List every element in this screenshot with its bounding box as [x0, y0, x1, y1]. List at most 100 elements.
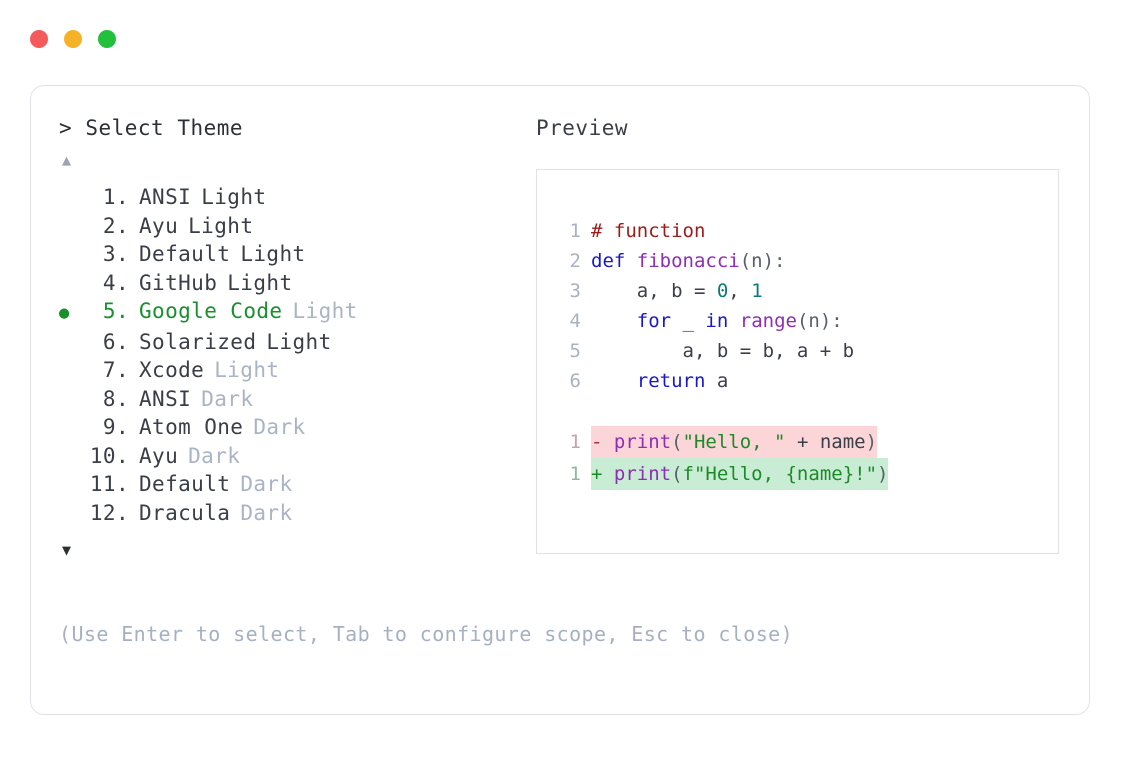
code-content: for _ in range(n):	[591, 306, 843, 336]
theme-list-item[interactable]: 9. Atom One Dark	[59, 413, 529, 442]
theme-name: Default	[139, 472, 231, 496]
theme-name: ANSI	[139, 386, 192, 411]
code-content: - print("Hello, " + name)	[591, 426, 878, 458]
theme-name: Atom One	[139, 415, 244, 439]
close-button[interactable]	[30, 30, 48, 48]
theme-list-item[interactable]: 11. Default Dark	[59, 470, 529, 499]
theme-variant: Dark	[188, 443, 241, 468]
theme-list-item[interactable]: 4. GitHub Light	[59, 269, 529, 298]
theme-variant: Dark	[201, 386, 254, 411]
theme-name: Xcode	[139, 358, 205, 382]
maximize-button[interactable]	[98, 30, 116, 48]
line-number: 2	[569, 250, 581, 272]
minimize-button[interactable]	[64, 30, 82, 48]
code-content: + print(f"Hello, {name}!")	[591, 458, 889, 490]
theme-index: 6.	[102, 329, 129, 354]
code-content: # function	[591, 216, 705, 246]
theme-variant: Light	[266, 329, 332, 354]
theme-variant: Light	[227, 270, 293, 295]
code-token: (n):	[796, 310, 843, 332]
theme-index: 3.	[102, 242, 129, 266]
theme-index: 9.	[102, 415, 129, 439]
theme-variant: Light	[240, 242, 306, 266]
theme-name: Ayu	[139, 443, 179, 468]
scroll-up-icon[interactable]: ▲	[62, 151, 72, 169]
code-token: "Hello, "	[682, 431, 786, 453]
prompt-label: Select Theme	[85, 116, 244, 140]
code-token: for	[636, 310, 672, 332]
theme-index: 1.	[102, 185, 129, 209]
line-number: 4	[569, 310, 581, 332]
code-token: +	[591, 463, 614, 485]
theme-index: 5.	[102, 299, 129, 323]
line-number: 3	[569, 280, 581, 302]
code-content: a, b = b, a + b	[591, 336, 855, 366]
code-token: a, b = b, a + b	[591, 340, 855, 362]
code-token: range	[739, 310, 797, 332]
theme-list-item[interactable]: 1. ANSI Light	[59, 183, 529, 212]
theme-variant: Dark	[240, 500, 293, 525]
line-number: 1	[569, 463, 581, 485]
theme-name: ANSI	[139, 185, 192, 209]
line-number: 5	[569, 340, 581, 362]
preview-label: Preview	[536, 116, 629, 140]
code-line: 1# function	[555, 216, 1058, 246]
theme-variant: Light	[214, 358, 280, 382]
code-token: 0	[716, 280, 729, 302]
code-token: return	[636, 370, 706, 392]
code-token: (	[671, 431, 683, 453]
theme-variant: Light	[188, 213, 254, 238]
theme-index: 8.	[102, 386, 129, 411]
code-token: f"Hello, {name}!"	[682, 463, 878, 485]
code-token: print	[613, 463, 672, 485]
code-content: return a	[591, 366, 729, 396]
theme-name: Google Code	[139, 299, 283, 323]
theme-index: 4.	[102, 270, 129, 295]
code-token: a, b =	[591, 280, 717, 302]
theme-index: 7.	[102, 358, 129, 382]
theme-list-item[interactable]: 6. Solarized Light	[59, 328, 529, 357]
code-token: -	[591, 431, 614, 453]
code-content: def fibonacci(n):	[591, 246, 785, 276]
theme-name: Dracula	[139, 500, 231, 525]
code-line: 6 return a	[555, 366, 1058, 396]
theme-variant: Light	[201, 185, 267, 209]
code-token	[591, 310, 637, 332]
keyboard-hint: (Use Enter to select, Tab to configure s…	[59, 622, 794, 646]
code-token: (n):	[739, 250, 786, 272]
code-line: 5 a, b = b, a + b	[555, 336, 1058, 366]
theme-name: GitHub	[139, 270, 218, 295]
code-line: 1 + print(f"Hello, {name}!")	[555, 458, 1058, 490]
theme-list-item[interactable]: 8. ANSI Dark	[59, 385, 529, 414]
theme-index: 2.	[102, 213, 129, 238]
theme-name: Solarized	[139, 329, 257, 354]
theme-list-item[interactable]: 2. Ayu Light	[59, 212, 529, 241]
window-titlebar	[30, 30, 116, 48]
code-token	[591, 370, 637, 392]
code-line: 2 def fibonacci(n):	[555, 246, 1058, 276]
code-content: a, b = 0, 1	[591, 276, 763, 306]
theme-list-item[interactable]: 7. Xcode Light	[59, 356, 529, 385]
code-token: # function	[591, 220, 706, 242]
code-line: 4 for _ in range(n):	[555, 306, 1058, 336]
theme-name: Ayu	[139, 213, 179, 238]
code-token: (	[671, 463, 683, 485]
theme-index: 11.	[89, 472, 129, 496]
theme-variant: Dark	[253, 415, 306, 439]
selected-bullet-icon: ●	[59, 303, 70, 323]
code-blank-line	[555, 396, 1058, 426]
code-token: )	[877, 463, 889, 485]
code-token: )	[865, 431, 878, 453]
scroll-down-icon[interactable]: ▼	[62, 541, 72, 559]
code-token: in	[705, 310, 729, 332]
code-token: def	[591, 250, 637, 272]
theme-variant: Dark	[240, 472, 293, 496]
